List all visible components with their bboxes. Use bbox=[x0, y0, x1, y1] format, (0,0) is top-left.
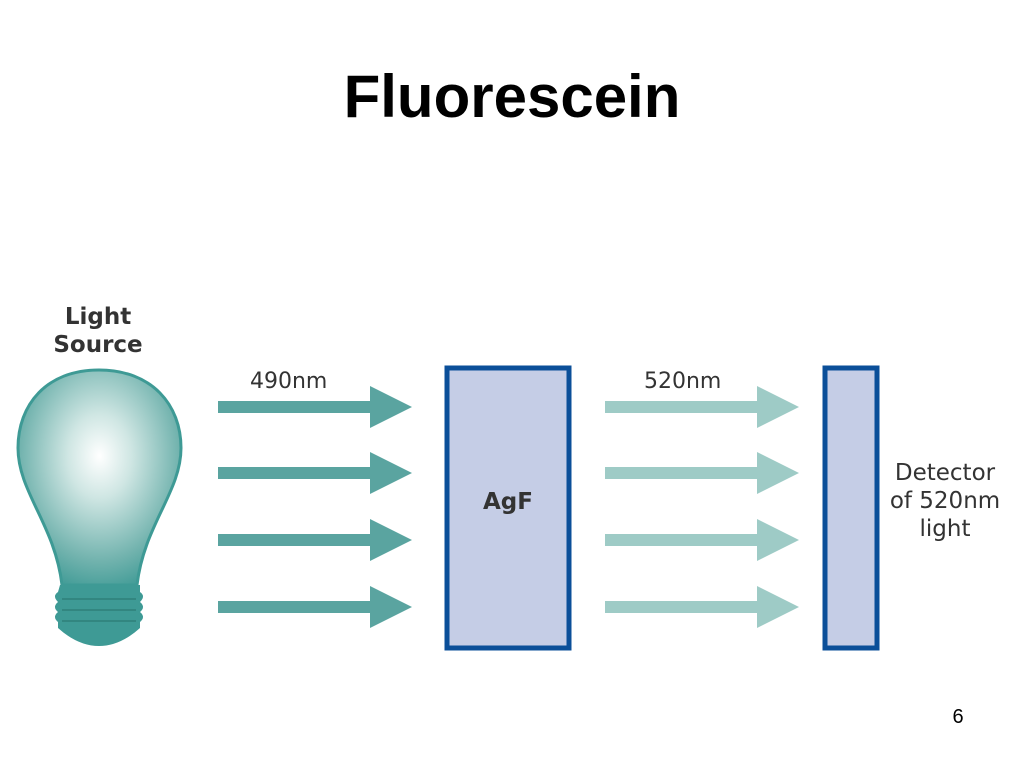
detector-box bbox=[822, 365, 880, 651]
excitation-arrow bbox=[218, 586, 412, 628]
light-bulb-icon bbox=[16, 368, 183, 646]
excitation-arrow bbox=[218, 386, 412, 428]
emission-arrow bbox=[605, 452, 799, 494]
slide-title: Fluorescein bbox=[343, 63, 681, 130]
excitation-arrows bbox=[218, 386, 412, 628]
excitation-arrow bbox=[218, 452, 412, 494]
page-number: 6 bbox=[952, 706, 964, 728]
detector-label: Detector of 520nm light bbox=[889, 460, 1001, 542]
emission-wavelength-label: 520nm bbox=[644, 369, 722, 394]
excitation-arrow bbox=[218, 519, 412, 561]
emission-arrow bbox=[605, 519, 799, 561]
sample-label: AgF bbox=[483, 489, 533, 515]
light-source-label: Light Source bbox=[53, 304, 143, 358]
emission-arrow bbox=[605, 586, 799, 628]
emission-arrow bbox=[605, 386, 799, 428]
excitation-wavelength-label: 490nm bbox=[250, 369, 328, 394]
emission-arrows bbox=[605, 386, 799, 628]
sample-box bbox=[444, 365, 572, 651]
